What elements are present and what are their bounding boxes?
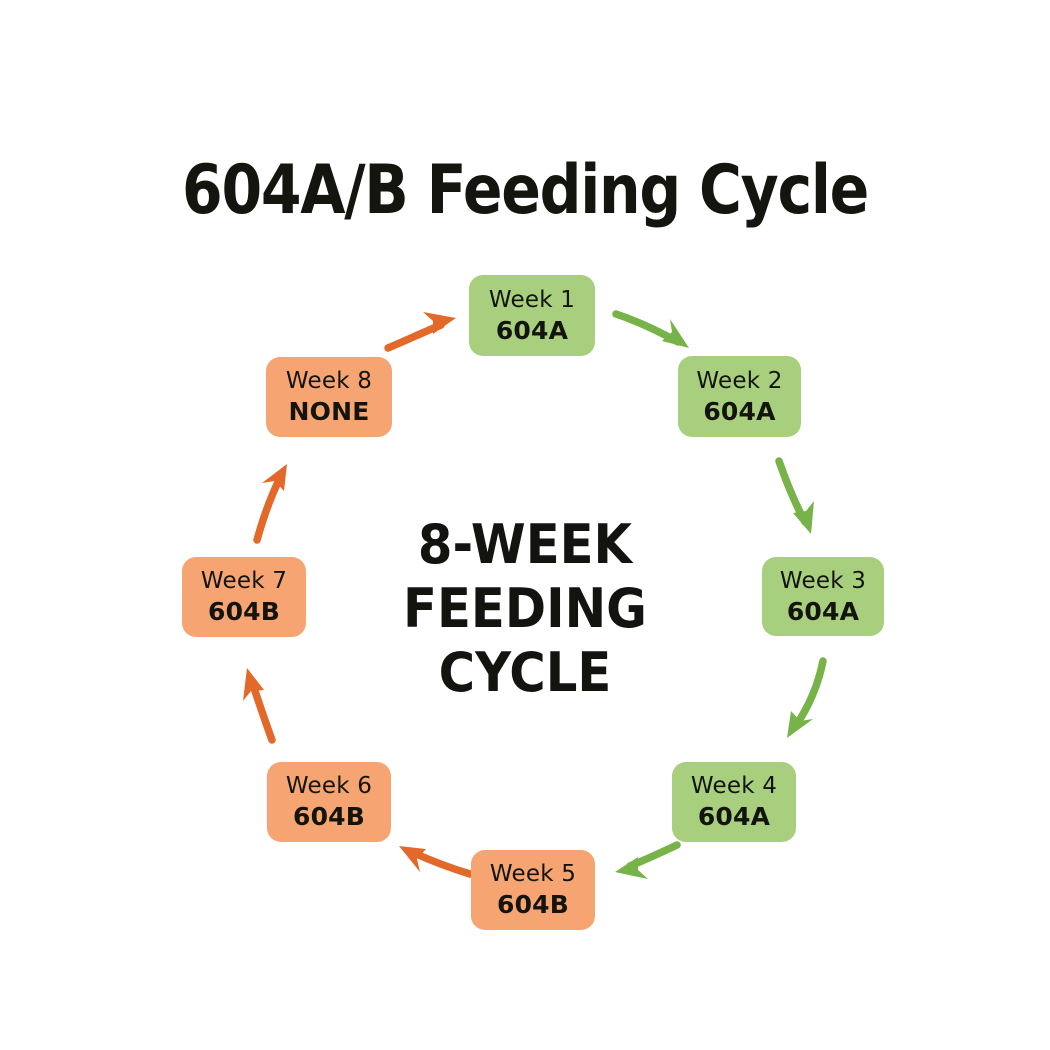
week-box-4[interactable]: Week 4 604A bbox=[672, 762, 796, 842]
week-product: 604A bbox=[495, 315, 569, 345]
week-product: 604B bbox=[207, 597, 281, 626]
center-caption-line-1: 8-WEEK bbox=[417, 513, 633, 576]
arrow-week1-to-week2 bbox=[612, 310, 689, 348]
week-box-2[interactable]: Week 2 604A bbox=[678, 356, 801, 437]
week-label: Week 6 bbox=[285, 773, 373, 799]
week-product: 604B bbox=[496, 890, 570, 919]
week-label: Week 5 bbox=[489, 861, 577, 887]
arrow-week4-to-week5 bbox=[615, 841, 681, 879]
week-box-6[interactable]: Week 6 604B bbox=[267, 762, 391, 842]
week-label: Week 1 bbox=[488, 286, 576, 313]
week-product: NONE bbox=[288, 397, 370, 426]
week-box-1[interactable]: Week 1 604A bbox=[469, 275, 595, 356]
week-product: 604A bbox=[786, 596, 860, 626]
center-caption-line-3: CYCLE bbox=[438, 641, 612, 704]
week-box-7[interactable]: Week 7 604B bbox=[182, 557, 306, 637]
arrow-week2-to-week3 bbox=[775, 457, 814, 534]
week-label: Week 4 bbox=[690, 773, 778, 799]
center-caption-line-2: FEEDING bbox=[403, 577, 647, 640]
week-label: Week 3 bbox=[779, 567, 867, 594]
week-box-3[interactable]: Week 3 604A bbox=[762, 557, 884, 636]
week-label: Week 8 bbox=[285, 368, 373, 394]
week-label: Week 2 bbox=[696, 367, 783, 394]
week-box-8[interactable]: Week 8 NONE bbox=[266, 357, 392, 437]
arrow-week7-to-week8 bbox=[253, 464, 287, 544]
page-title: 604A/B Feeding Cycle bbox=[182, 151, 869, 230]
arrow-week6-to-week7 bbox=[243, 668, 276, 744]
week-label: Week 7 bbox=[200, 568, 288, 594]
arrow-week3-to-week4 bbox=[787, 657, 827, 738]
week-product: 604A bbox=[703, 396, 776, 426]
week-product: 604A bbox=[697, 802, 771, 831]
week-product: 604B bbox=[292, 802, 366, 831]
week-box-5[interactable]: Week 5 604B bbox=[471, 850, 595, 930]
center-caption: 8-WEEK FEEDING CYCLE bbox=[341, 513, 709, 705]
arrow-week8-to-week1 bbox=[384, 312, 456, 352]
arrow-week5-to-week6 bbox=[399, 846, 474, 878]
